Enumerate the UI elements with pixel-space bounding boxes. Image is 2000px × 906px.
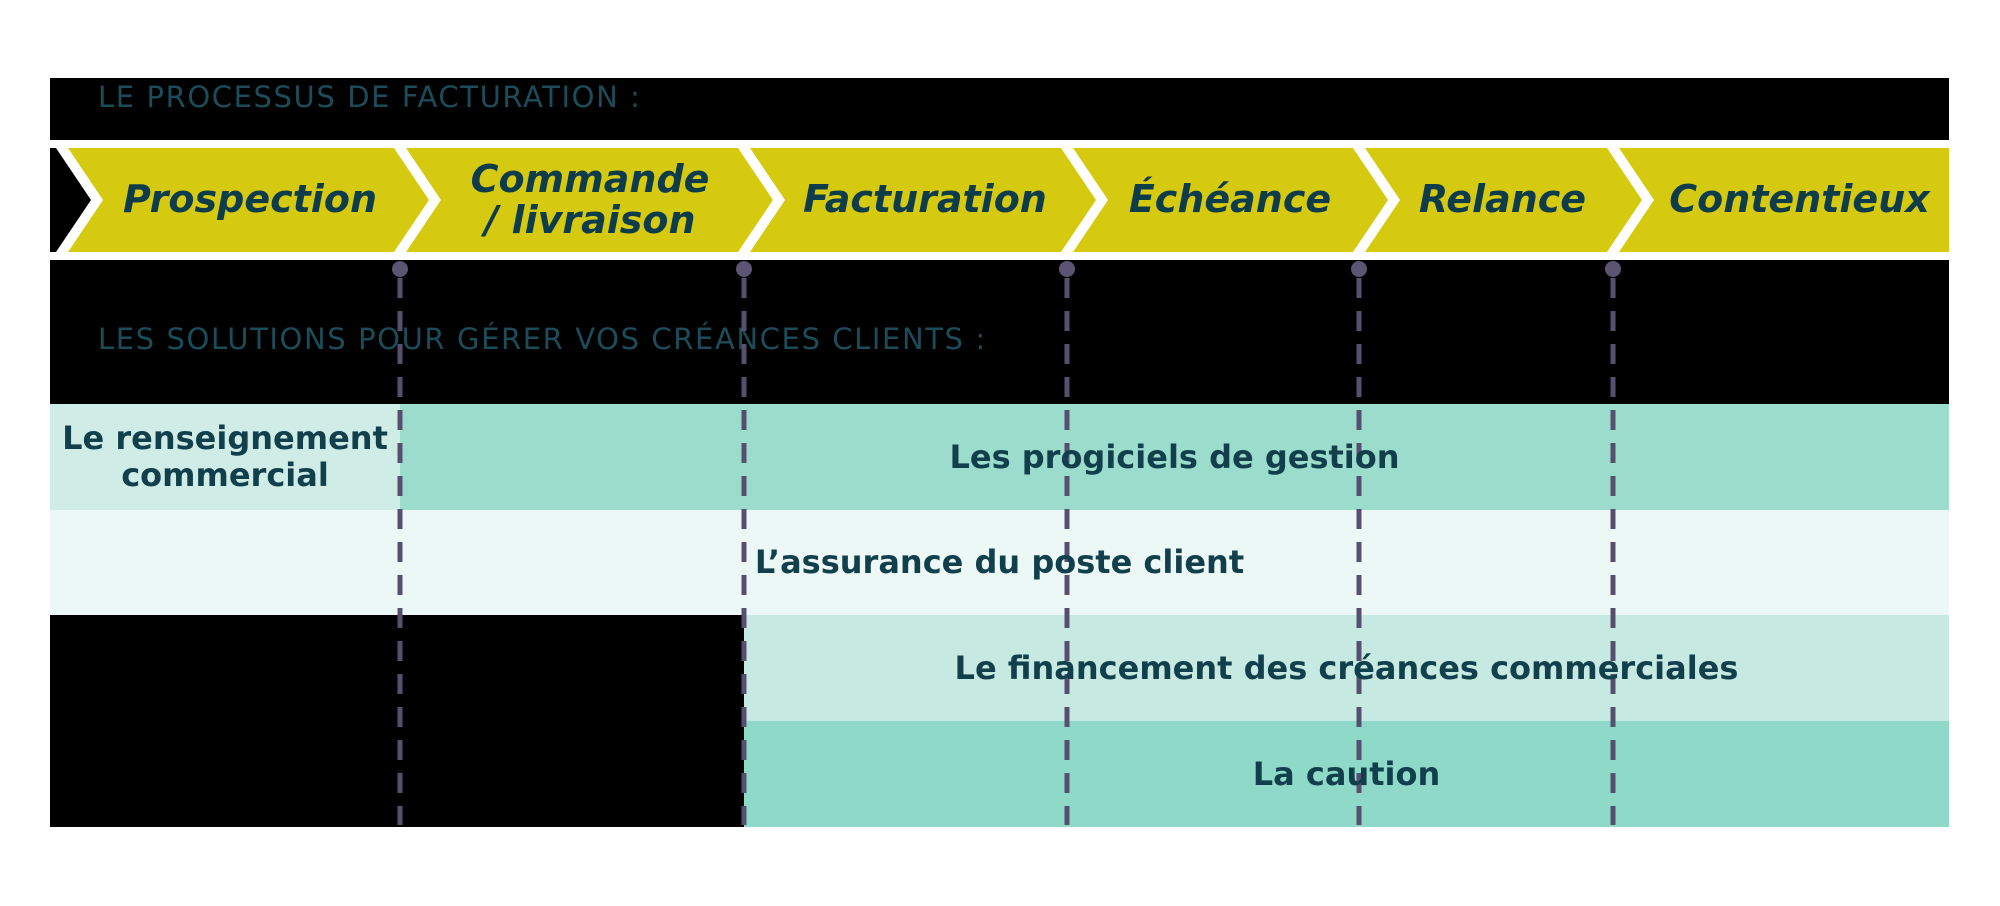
process-title: LE PROCESSUS DE FACTURATION : bbox=[98, 80, 642, 114]
solution-assurance-poste-client: L’assurance du poste client bbox=[50, 510, 1949, 615]
step-label-text: Commande bbox=[470, 156, 710, 201]
chevron-label-relance: Relance bbox=[1395, 140, 1610, 260]
chevron-label-echeance: Échéance bbox=[1105, 140, 1355, 260]
solutions-header-band: LES SOLUTIONS POUR GÉRER VOS CRÉANCES CL… bbox=[50, 260, 1949, 404]
solution-caution: La caution bbox=[744, 721, 1949, 827]
chevron-label-facturation: Facturation bbox=[780, 140, 1070, 260]
lower-left-filler-block bbox=[50, 615, 744, 827]
chevron-step-commande-livraison bbox=[406, 148, 773, 252]
chevron-step-facturation bbox=[750, 148, 1096, 252]
chevron-step-prospection bbox=[68, 148, 429, 252]
chevron-label-prospection: Prospection bbox=[100, 140, 400, 260]
step-label-text: / livraison bbox=[484, 198, 696, 242]
solution-renseignement-commercial: Le renseignement commercial bbox=[50, 404, 400, 510]
chevron-label-commande-livraison: Commande / livraison bbox=[440, 140, 740, 260]
step-label-text: Contentieux bbox=[1669, 177, 1930, 222]
solutions-title: LES SOLUTIONS POUR GÉRER VOS CRÉANCES CL… bbox=[98, 322, 987, 356]
step-label-text: Relance bbox=[1418, 177, 1587, 222]
chevron-label-contentieux: Contentieux bbox=[1650, 140, 1949, 260]
chevron-step-echeance bbox=[1073, 148, 1388, 252]
chevron-step-relance bbox=[1365, 148, 1642, 252]
step-label-text: Prospection bbox=[123, 177, 377, 222]
solution-financement-creances: Le financement des créances commerciales bbox=[744, 615, 1949, 721]
solution-label: La caution bbox=[1252, 754, 1441, 793]
step-label-text: Échéance bbox=[1128, 177, 1332, 222]
process-header-band: LE PROCESSUS DE FACTURATION : bbox=[50, 78, 1949, 140]
solution-label: Le financement des créances commerciales bbox=[954, 648, 1739, 687]
solution-progiciels-de-gestion: Les progiciels de gestion bbox=[400, 404, 1949, 510]
process-chevron-bar bbox=[50, 140, 1949, 260]
solution-label: L’assurance du poste client bbox=[754, 543, 1245, 582]
chevron-step-contentieux bbox=[1619, 148, 1949, 252]
solution-label: Les progiciels de gestion bbox=[949, 437, 1400, 476]
step-label-text: Facturation bbox=[803, 177, 1047, 222]
solution-label: Le renseignement commercial bbox=[62, 419, 388, 494]
chevron-start-notch bbox=[50, 148, 91, 252]
